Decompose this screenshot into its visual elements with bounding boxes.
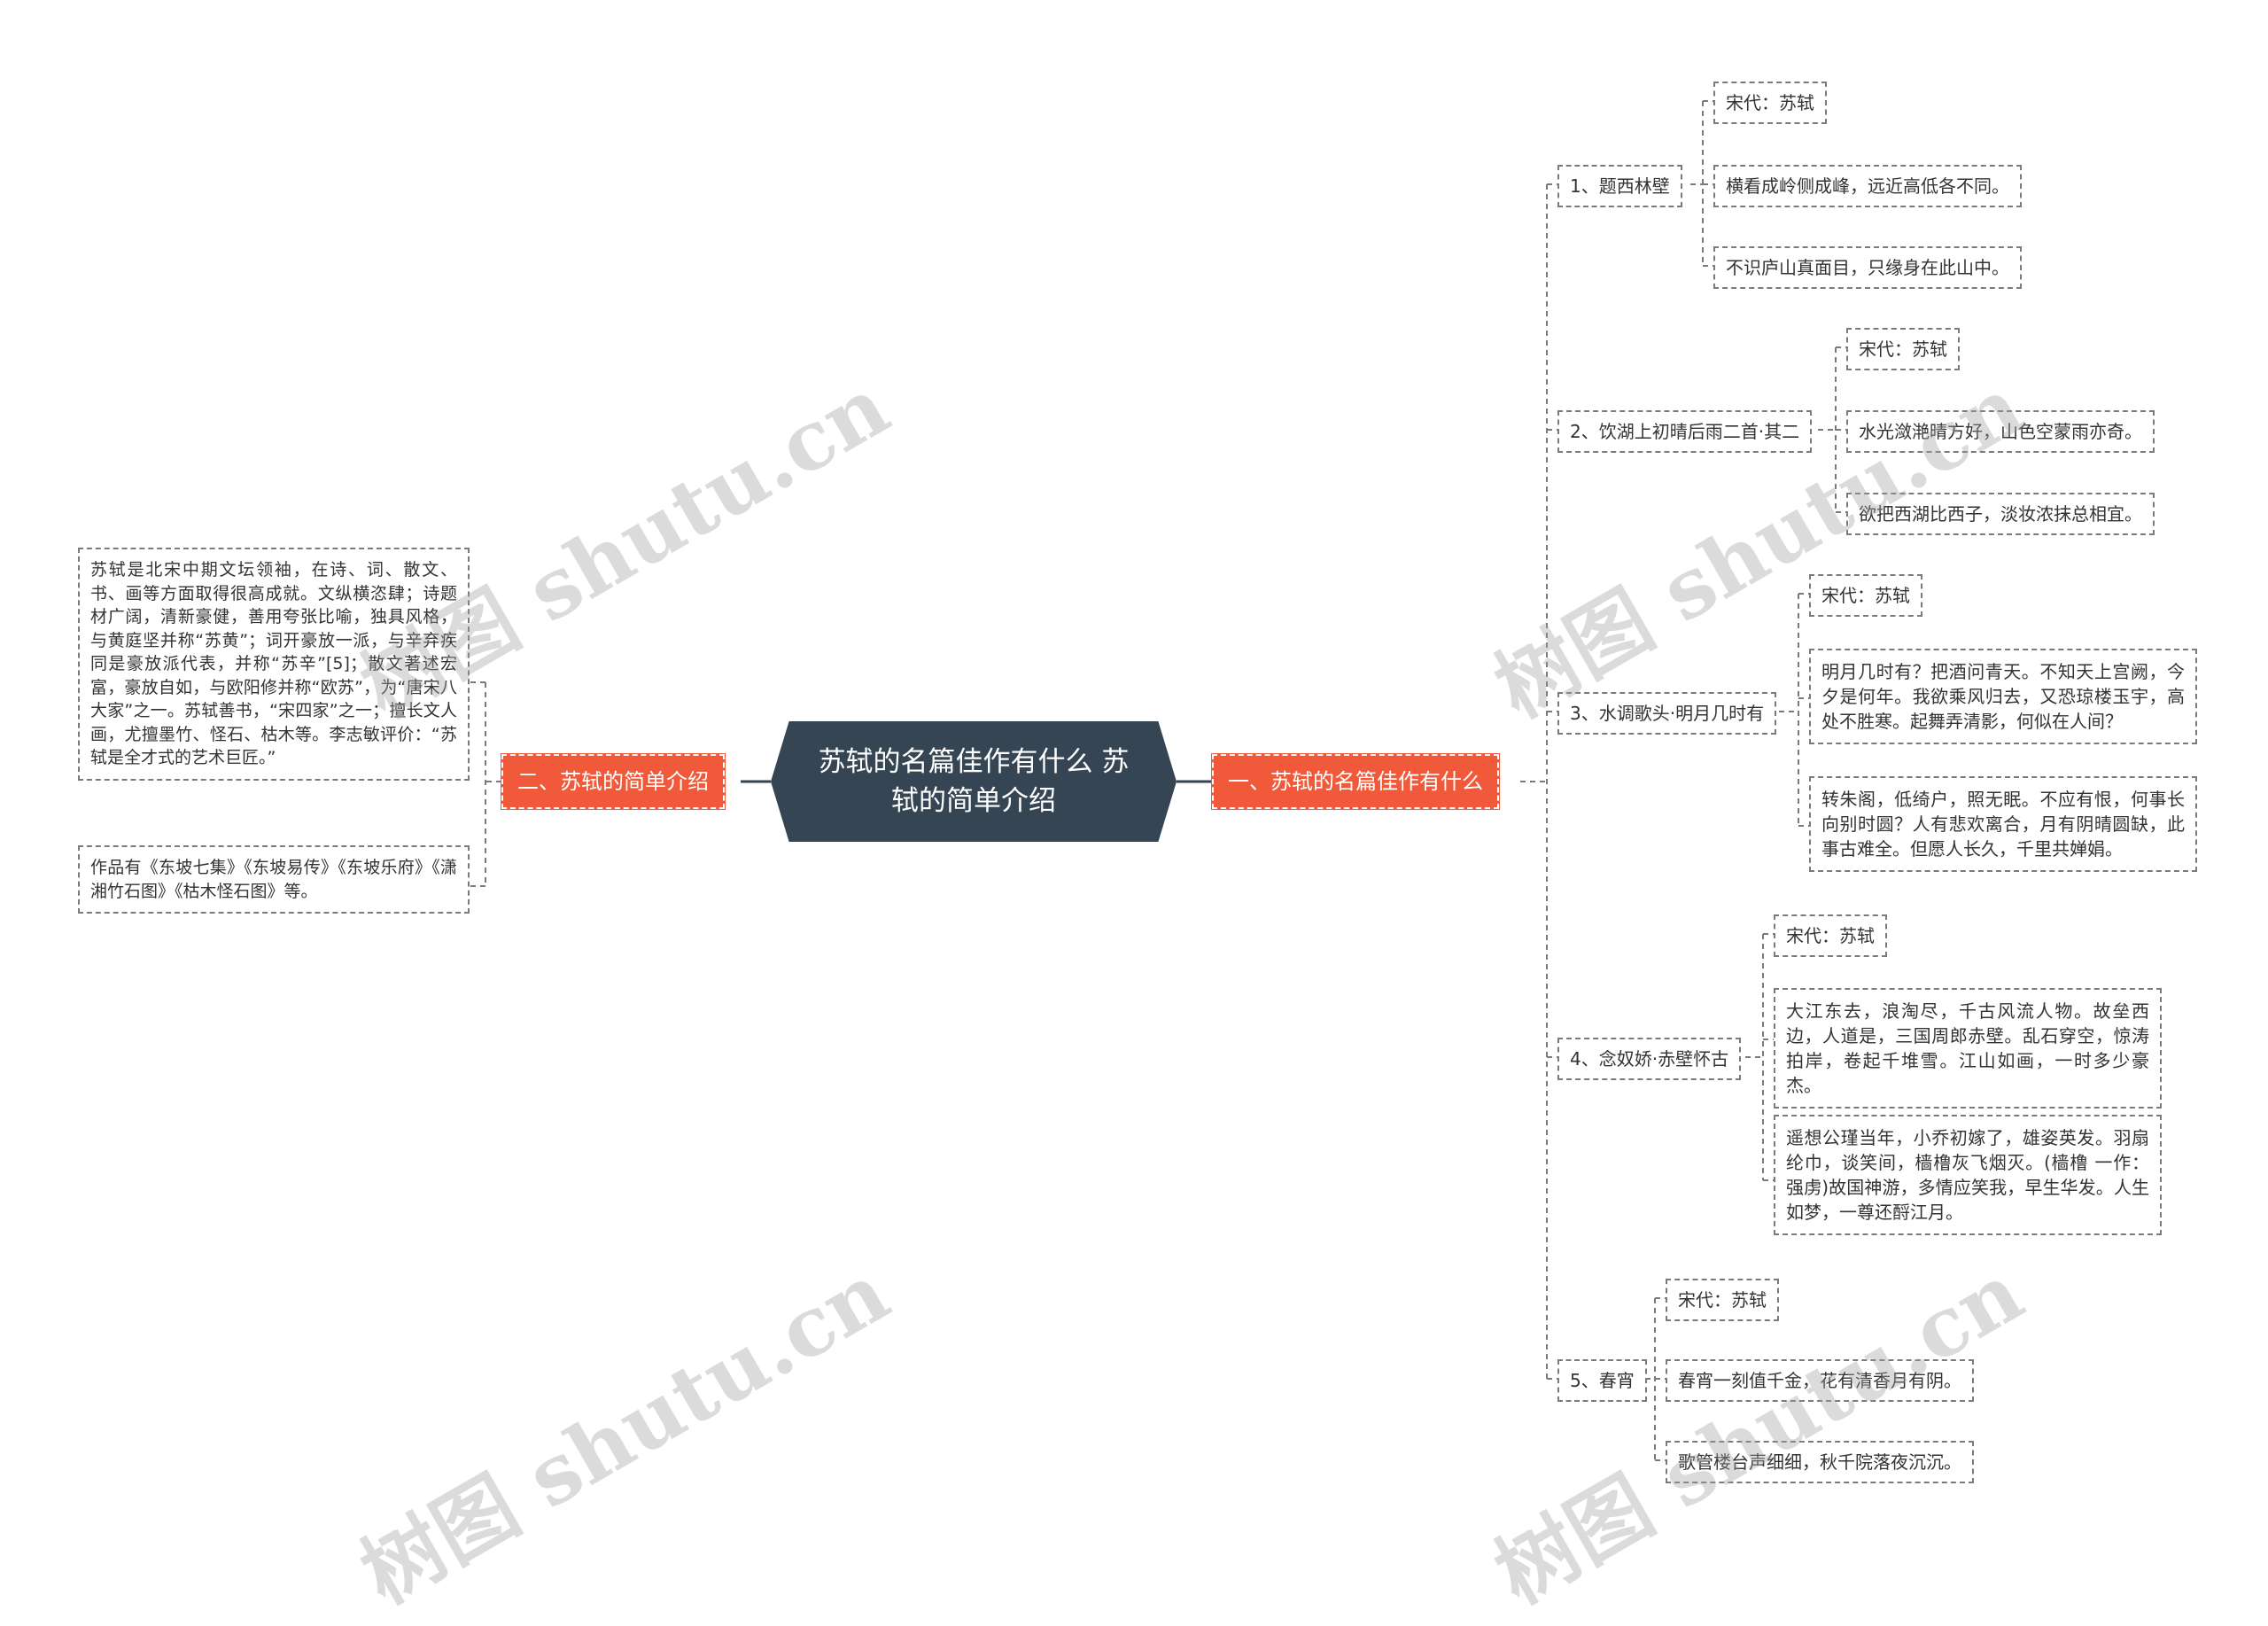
branch-famous-works-label: 一、苏轼的名篇佳作有什么	[1228, 769, 1483, 794]
dynasty-label: 宋代：苏轼	[1786, 925, 1875, 946]
poem-2-line-1[interactable]: 水光潋滟晴方好，山色空蒙雨亦奇。	[1846, 410, 2155, 453]
poem-line-text: 遥想公瑾当年，小乔初嫁了，雄姿英发。羽扇纶巾，谈笑间，樯橹灰飞烟灭。(樯橹 一作…	[1786, 1127, 2149, 1223]
poem-line-text: 不识庐山真面目，只缘身在此山中。	[1726, 257, 2009, 278]
poem-2-dynasty[interactable]: 宋代：苏轼	[1846, 328, 1960, 370]
poem-3-line-2[interactable]: 转朱阁，低绮户，照无眠。不应有恨，何事长向别时圆？人有悲欢离合，月有阴晴圆缺，此…	[1809, 776, 2197, 872]
dynasty-label: 宋代：苏轼	[1678, 1289, 1767, 1311]
intro-paragraph-2[interactable]: 作品有《东坡七集》《东坡易传》《东坡乐府》《潇湘竹石图》《枯木怪石图》等。	[78, 845, 470, 914]
poem-3-line-1[interactable]: 明月几时有？把酒问青天。不知天上宫阙，今夕是何年。我欲乘风归去，又恐琼楼玉宇，高…	[1809, 649, 2197, 744]
dynasty-label: 宋代：苏轼	[1821, 585, 1910, 606]
poem-title-label: 4、念奴娇·赤壁怀古	[1570, 1048, 1729, 1070]
poem-line-text: 水光潋滟晴方好，山色空蒙雨亦奇。	[1859, 421, 2142, 442]
intro-text: 苏轼是北宋中期文坛领袖，在诗、词、散文、书、画等方面取得很高成就。文纵横恣肆；诗…	[90, 560, 457, 767]
poem-4-line-1[interactable]: 大江东去，浪淘尽，千古风流人物。故垒西边，人道是，三国周郎赤壁。乱石穿空，惊涛拍…	[1774, 988, 2162, 1109]
poem-1-line-2[interactable]: 不识庐山真面目，只缘身在此山中。	[1713, 246, 2022, 289]
root-title: 苏轼的名篇佳作有什么 苏轼的简单介绍	[818, 746, 1130, 817]
poem-1-line-1[interactable]: 横看成岭侧成峰，远近高低各不同。	[1713, 165, 2022, 207]
poem-title-label: 5、春宵	[1570, 1370, 1635, 1391]
dynasty-label: 宋代：苏轼	[1859, 338, 1947, 360]
poem-5-line-2[interactable]: 歌管楼台声细细，秋千院落夜沉沉。	[1666, 1441, 1974, 1483]
poem-title-2[interactable]: 2、饮湖上初晴后雨二首·其二	[1557, 410, 1813, 453]
poem-title-4[interactable]: 4、念奴娇·赤壁怀古	[1557, 1038, 1742, 1080]
poem-line-text: 春宵一刻值千金，花有清香月有阴。	[1678, 1370, 1961, 1391]
poem-line-text: 歌管楼台声细细，秋千院落夜沉沉。	[1678, 1451, 1961, 1473]
poem-2-line-2[interactable]: 欲把西湖比西子，淡妆浓抹总相宜。	[1846, 493, 2155, 535]
poem-4-line-2[interactable]: 遥想公瑾当年，小乔初嫁了，雄姿英发。羽扇纶巾，谈笑间，樯橹灰飞烟灭。(樯橹 一作…	[1774, 1115, 2162, 1235]
root-node[interactable]: 苏轼的名篇佳作有什么 苏轼的简单介绍	[771, 721, 1177, 842]
intro-paragraph-1[interactable]: 苏轼是北宋中期文坛领袖，在诗、词、散文、书、画等方面取得很高成就。文纵横恣肆；诗…	[78, 548, 470, 781]
poem-4-dynasty[interactable]: 宋代：苏轼	[1774, 914, 1887, 957]
poem-title-1[interactable]: 1、题西林壁	[1557, 165, 1682, 207]
connector-lines	[470, 100, 1846, 1461]
poem-line-text: 明月几时有？把酒问青天。不知天上宫阙，今夕是何年。我欲乘风归去，又恐琼楼玉宇，高…	[1821, 661, 2185, 732]
intro-text: 作品有《东坡七集》《东坡易传》《东坡乐府》《潇湘竹石图》《枯木怪石图》等。	[90, 858, 457, 901]
poem-line-text: 横看成岭侧成峰，远近高低各不同。	[1726, 175, 2009, 197]
poem-5-line-1[interactable]: 春宵一刻值千金，花有清香月有阴。	[1666, 1359, 1974, 1402]
poem-3-dynasty[interactable]: 宋代：苏轼	[1809, 574, 1922, 617]
poem-title-3[interactable]: 3、水调歌头·明月几时有	[1557, 692, 1777, 735]
poem-line-text: 欲把西湖比西子，淡妆浓抹总相宜。	[1859, 503, 2142, 525]
poem-title-label: 2、饮湖上初晴后雨二首·其二	[1570, 421, 1800, 442]
poem-title-label: 1、题西林壁	[1570, 175, 1670, 197]
branch-introduction-label: 二、苏轼的简单介绍	[517, 769, 709, 794]
poem-5-dynasty[interactable]: 宋代：苏轼	[1666, 1279, 1779, 1321]
poem-line-text: 大江东去，浪淘尽，千古风流人物。故垒西边，人道是，三国周郎赤壁。乱石穿空，惊涛拍…	[1786, 1000, 2149, 1096]
poem-title-label: 3、水调歌头·明月几时有	[1570, 703, 1765, 724]
dynasty-label: 宋代：苏轼	[1726, 92, 1814, 113]
poem-1-dynasty[interactable]: 宋代：苏轼	[1713, 82, 1827, 124]
poem-line-text: 转朱阁，低绮户，照无眠。不应有恨，何事长向别时圆？人有悲欢离合，月有阴晴圆缺，此…	[1821, 789, 2185, 860]
poem-title-5[interactable]: 5、春宵	[1557, 1359, 1647, 1402]
branch-famous-works[interactable]: 一、苏轼的名篇佳作有什么	[1211, 753, 1500, 810]
branch-introduction[interactable]: 二、苏轼的简单介绍	[501, 753, 726, 810]
